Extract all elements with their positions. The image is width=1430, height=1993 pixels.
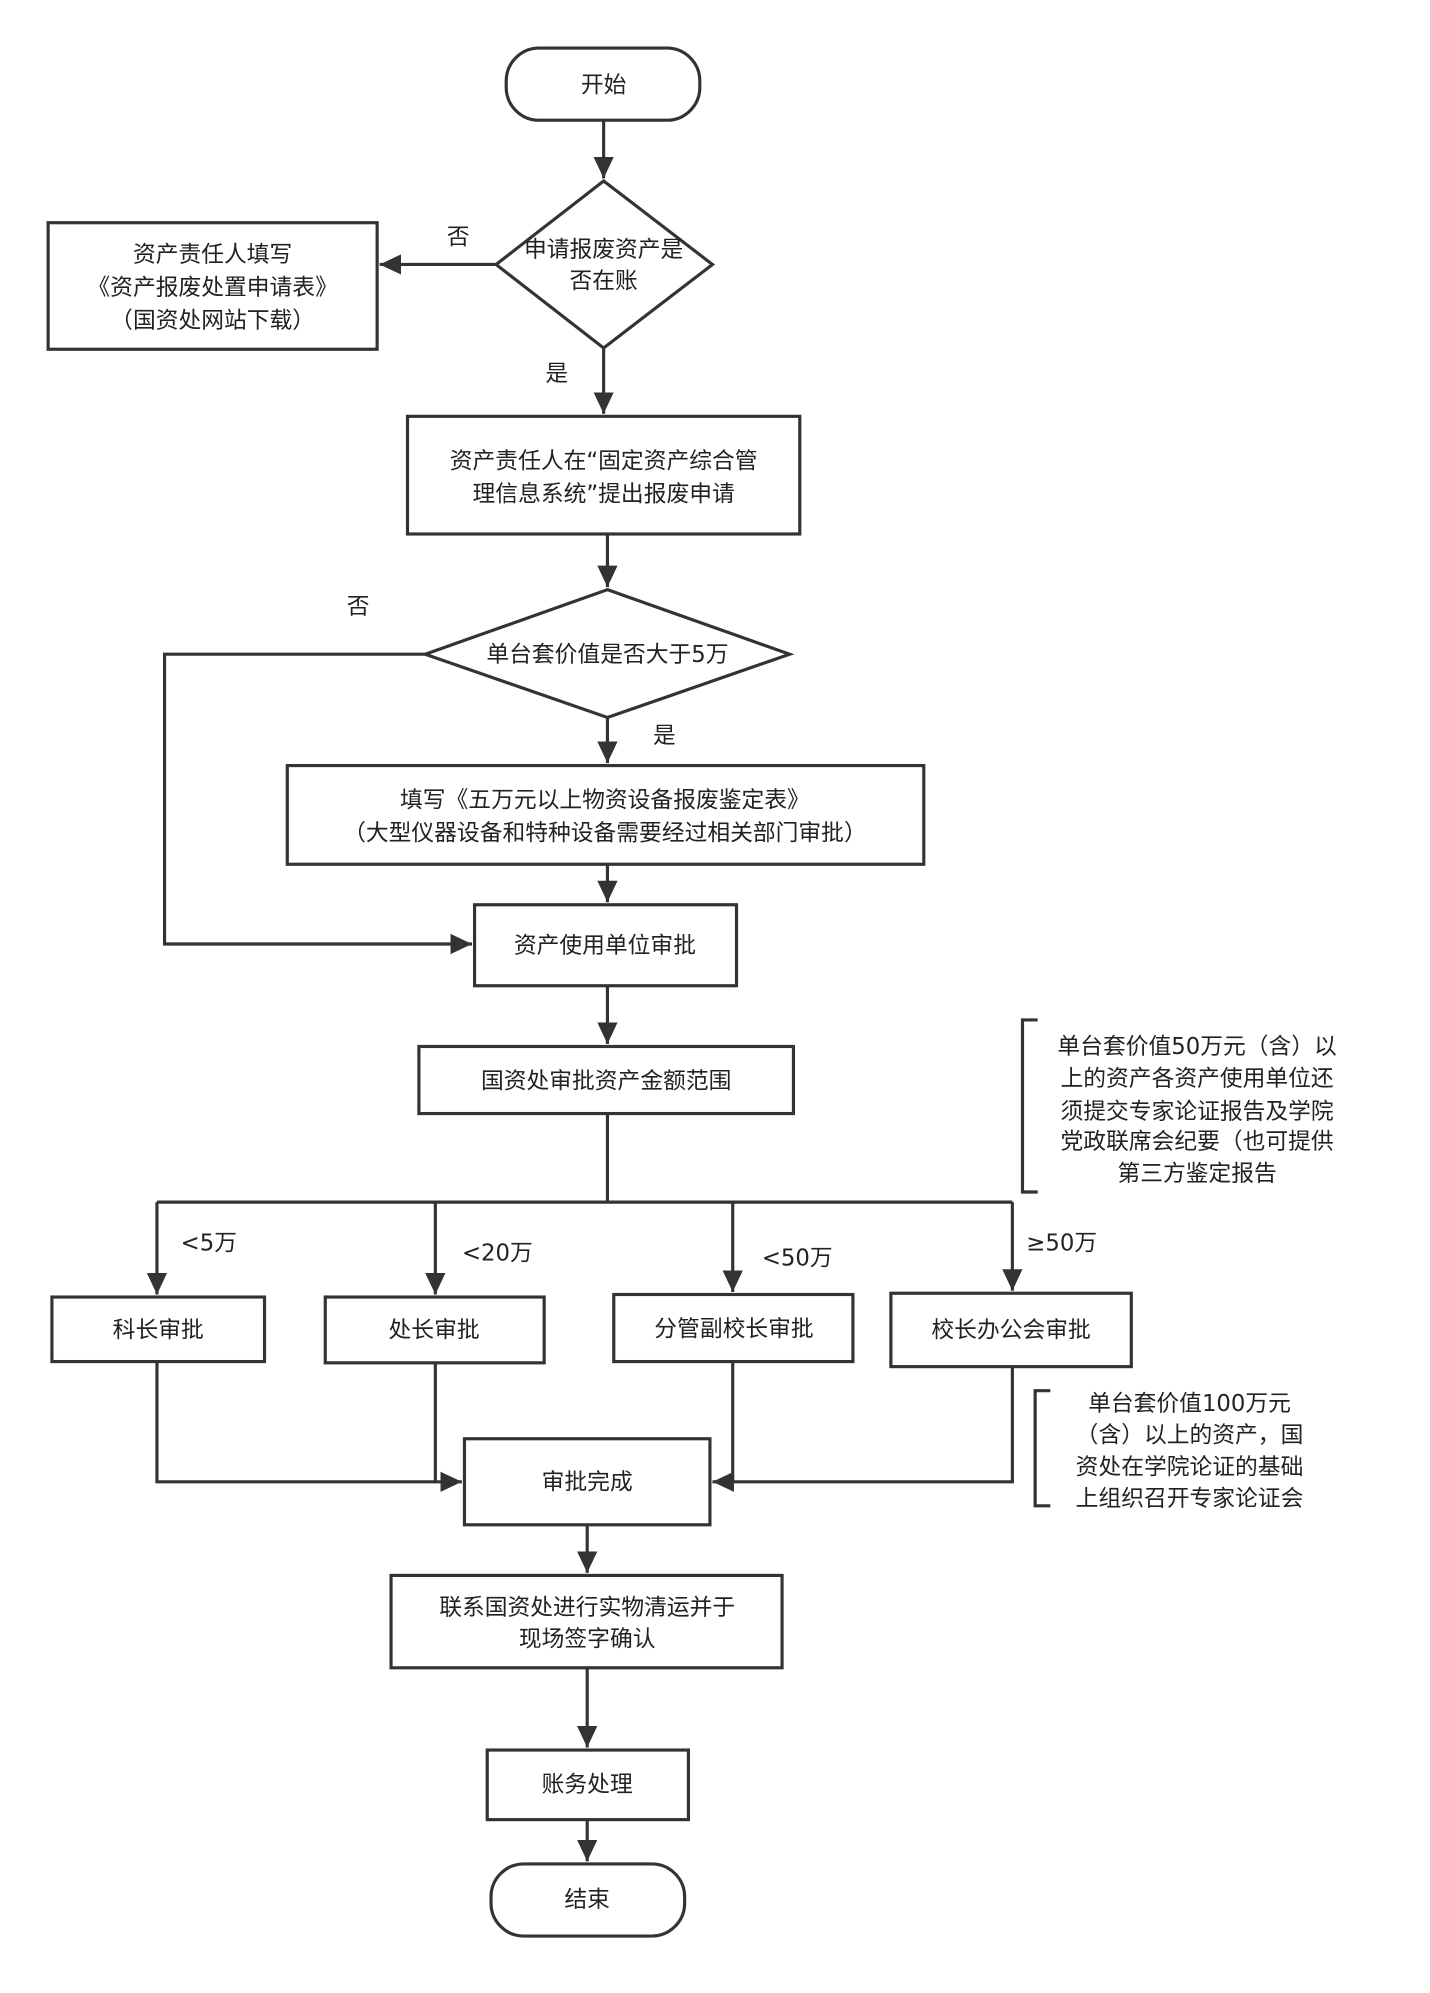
box-line: 资产责任人在“固定资产综合管: [450, 448, 758, 474]
note-line: 单台套价值100万元: [1088, 1391, 1291, 1417]
note-line: 资处在学院论证的基础: [1076, 1454, 1304, 1480]
box-line: 资产责任人填写: [133, 242, 292, 268]
decision-over-50k: 单台套价值是否大于5万 否 是: [347, 587, 795, 749]
end-node: 结束: [489, 1862, 687, 1938]
section-chief-box: 科长审批: [50, 1295, 267, 1364]
box-label: 国资处审批资产金额范围: [481, 1068, 731, 1094]
box-label: 账务处理: [542, 1772, 633, 1798]
note-line: 第三方鉴定报告: [1117, 1161, 1276, 1187]
condition-label: <50万: [762, 1246, 833, 1272]
decision1-line: 否在账: [569, 269, 637, 295]
decision-in-account: 申请报废资产是 否在账 否 是: [447, 178, 716, 387]
box-line: （国资处网站下载）: [110, 308, 315, 334]
start-node: 开始: [504, 46, 702, 122]
box-line: （大型仪器设备和特种设备需要经过相关部门审批）: [343, 820, 867, 846]
decision2-label: 单台套价值是否大于5万: [486, 642, 728, 668]
president-office-box: 校长办公会审批: [889, 1291, 1133, 1369]
note-line: 须提交专家论证报告及学院: [1061, 1099, 1334, 1125]
note-line: 上的资产各资产使用单位还: [1061, 1066, 1334, 1092]
no-label: 否: [347, 594, 370, 620]
unit-approval-box: 资产使用单位审批: [472, 903, 739, 988]
yes-label: 是: [653, 723, 676, 749]
connectors: [146, 120, 1023, 1862]
box-label: 校长办公会审批: [931, 1318, 1090, 1344]
appraisal-form-box: 填写《五万元以上物资设备报废鉴定表》 （大型仪器设备和特种设备需要经过相关部门审…: [285, 763, 926, 866]
box-line: 理信息系统”提出报废申请: [473, 481, 735, 507]
decision1-line: 申请报废资产是: [524, 237, 683, 263]
condition-label: <5万: [181, 1230, 237, 1256]
approval-done-box: 审批完成: [462, 1437, 712, 1527]
accounting-box: 账务处理: [485, 1748, 691, 1822]
condition-label: ≥50万: [1026, 1230, 1097, 1256]
box-label: 科长审批: [113, 1318, 204, 1344]
note-line: 单台套价值50万元（含）以: [1057, 1034, 1336, 1060]
box-line: 《资产报废处置申请表》: [87, 275, 337, 301]
box-line: 填写《五万元以上物资设备报废鉴定表》: [400, 787, 810, 813]
branch-conditions: <5万 <20万 <50万 ≥50万: [181, 1230, 1097, 1271]
note-100w: 单台套价值100万元 （含）以上的资产，国 资处在学院论证的基础 上组织召开专家…: [1033, 1389, 1304, 1512]
box-label: 分管副校长审批: [654, 1316, 813, 1342]
condition-label: <20万: [462, 1241, 533, 1267]
no-label: 否: [447, 224, 470, 250]
apply-in-system-box: 资产责任人在“固定资产综合管 理信息系统”提出报废申请: [405, 414, 802, 536]
clear-and-sign-box: 联系国资处进行实物清运并于 现场签字确认: [389, 1573, 784, 1670]
note-50w: 单台套价值50万元（含）以 上的资产各资产使用单位还 须提交专家论证报告及学院 …: [1020, 1018, 1337, 1194]
yes-label: 是: [545, 361, 568, 387]
division-head-box: 处长审批: [323, 1295, 546, 1365]
fill-form-box: 资产责任人填写 《资产报废处置申请表》 （国资处网站下载）: [46, 221, 379, 351]
end-label: 结束: [564, 1887, 610, 1913]
note-line: 上组织召开专家论证会: [1076, 1486, 1304, 1512]
box-line: 联系国资处进行实物清运并于: [439, 1595, 735, 1621]
box-label: 处长审批: [389, 1318, 480, 1344]
start-label: 开始: [581, 73, 627, 99]
box-label: 审批完成: [542, 1470, 633, 1496]
vice-president-box: 分管副校长审批: [612, 1292, 855, 1364]
note-line: 党政联席会纪要（也可提供: [1061, 1129, 1334, 1155]
box-label: 资产使用单位审批: [514, 933, 696, 959]
box-line: 现场签字确认: [519, 1626, 656, 1652]
amount-range-box: 国资处审批资产金额范围: [417, 1044, 796, 1116]
note-line: （含）以上的资产，国: [1076, 1423, 1304, 1449]
